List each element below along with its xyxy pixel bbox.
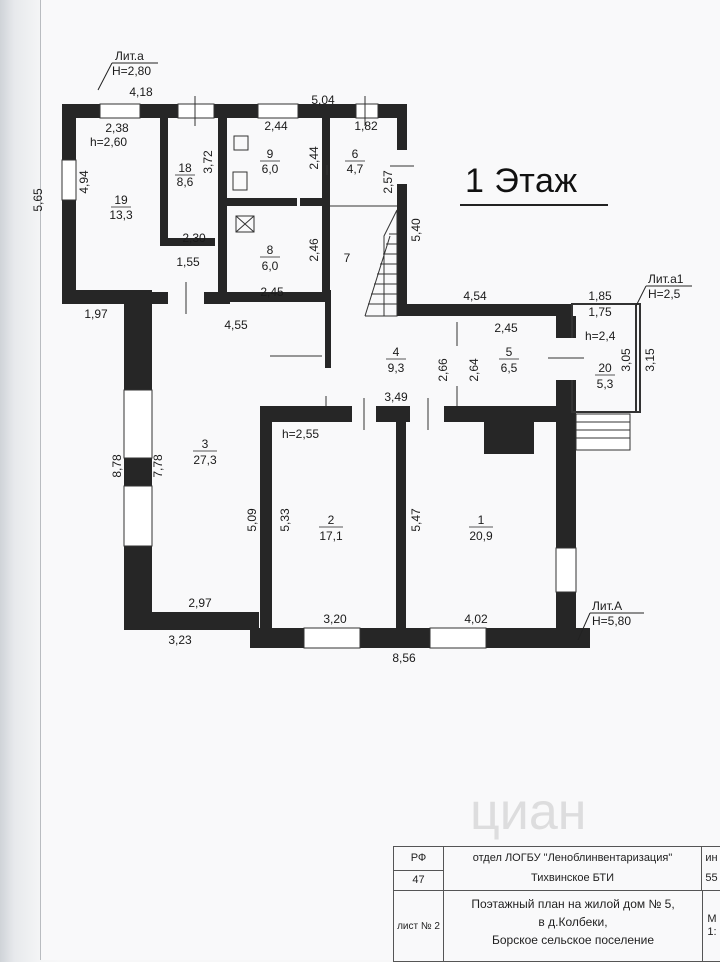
stamp-right-bottom: М 1: (702, 891, 720, 961)
dim-2-44-v: 2,44 (307, 146, 321, 170)
room-2-number: 2 (328, 513, 335, 527)
dim-3-05: 3,05 (619, 348, 633, 372)
title-block: РФ 47 отдел ЛОГБУ "Леноблинвентаризация"… (393, 846, 720, 962)
room-19-number: 19 (114, 193, 128, 207)
room-1-area: 20,9 (469, 529, 493, 543)
dim-1-85: 1,85 (588, 289, 612, 303)
dim-5-09: 5,09 (245, 508, 259, 532)
dim-top-5-04: 5,04 (311, 93, 335, 107)
dim-1-75: 1,75 (588, 305, 612, 319)
liter-a-name: Лит.а (115, 49, 144, 63)
drawing-sheet (40, 0, 720, 960)
stamp-desc-2: в д.Колбеки, (538, 914, 608, 929)
porch-steps (575, 413, 631, 451)
dim-2-44-h: 2,44 (264, 119, 288, 133)
room-fraction-lines (111, 160, 615, 528)
dim-2-45-a: 2,45 (260, 285, 284, 299)
dim-7-78: 7,78 (151, 454, 165, 478)
stamp-desc-3: Борское сельское поселение (491, 932, 654, 947)
fixtures (232, 135, 255, 233)
room-20-number: 20 (598, 361, 612, 375)
stamp-right-top-2: 55 (702, 867, 720, 891)
room-3-number: 3 (202, 437, 209, 451)
stamp-desc-1: Поэтажный план на жилой дом № 5, (471, 896, 675, 911)
room-18-area: 8,6 (177, 175, 194, 189)
dim-3-15: 3,15 (643, 348, 657, 372)
dim-1-55: 1,55 (176, 255, 200, 269)
liter-leaders (97, 62, 692, 641)
dim-2-64: 2,64 (467, 358, 481, 382)
windows (61, 103, 577, 649)
liter-a-height: H=2,80 (112, 64, 151, 78)
dim-2-30: 2,30 (182, 231, 206, 245)
dim-top-4-18: 4,18 (129, 85, 153, 99)
room-9-number: 9 (267, 147, 274, 161)
dim-3-23: 3,23 (168, 633, 192, 647)
height-lit-a1: h=2,4 (585, 329, 616, 343)
room-18-number: 18 (178, 161, 192, 175)
dim-3-72: 3,72 (201, 150, 215, 174)
dim-5-47: 5,47 (409, 508, 423, 532)
room-6-number: 6 (352, 147, 359, 161)
dim-2-57: 2,57 (381, 170, 395, 194)
dimension-labels: 4,18 5,04 2,38 2,44 1,82 2,30 1,55 2,45 … (84, 85, 612, 665)
dim-8-78: 8,78 (110, 454, 124, 478)
room-4-area: 9,3 (388, 361, 405, 375)
room-6-area: 4,7 (347, 162, 364, 176)
dim-2-97: 2,97 (188, 596, 212, 610)
liter-A-height: H=5,80 (592, 614, 631, 628)
room-3-area: 27,3 (193, 453, 217, 467)
room-7-number: 7 (344, 251, 351, 265)
dim-5-33: 5,33 (278, 508, 292, 532)
stamp-sheet: лист № 2 (394, 891, 444, 961)
dim-5-40: 5,40 (409, 218, 423, 242)
stamp-country: РФ (394, 847, 444, 871)
room-19-area: 13,3 (109, 208, 133, 222)
stamp-right-bottom-1: М (707, 913, 717, 925)
height-lit-a: h=2,60 (90, 135, 127, 149)
dim-4-55: 4,55 (224, 318, 248, 332)
dim-2-66: 2,66 (436, 358, 450, 382)
stamp-org-2: Тихвинское БТИ (444, 867, 702, 891)
dim-2-45-b: 2,45 (494, 321, 518, 335)
dim-4-94: 4,94 (77, 170, 91, 194)
room-20-area: 5,3 (597, 377, 614, 391)
watermark: циан (470, 783, 587, 841)
dim-3-49: 3,49 (384, 390, 408, 404)
walls (62, 104, 590, 648)
dim-5-65: 5,65 (31, 188, 45, 212)
door-lines (185, 96, 584, 430)
liter-a1-name: Лит.а1 (648, 272, 684, 286)
staircase (364, 209, 398, 317)
room-5-area: 6,5 (501, 361, 518, 375)
room-1-number: 1 (478, 513, 485, 527)
vertical-dimension-labels: 5,65 4,94 3,72 2,44 2,57 5,40 2,46 3,05 … (31, 146, 657, 532)
dim-2-38: 2,38 (105, 121, 129, 135)
stamp-right-top-1: ин (705, 851, 718, 864)
room-4-number: 4 (393, 345, 400, 359)
dim-1-82: 1,82 (354, 119, 378, 133)
stamp-region: 47 (394, 871, 444, 891)
room-2-area: 17,1 (319, 529, 343, 543)
dim-2-46: 2,46 (307, 238, 321, 262)
stamp-right-bottom-2: 1: (707, 926, 717, 938)
dim-4-54: 4,54 (463, 289, 487, 303)
room-5-number: 5 (506, 345, 513, 359)
room-8-number: 8 (267, 243, 274, 257)
room-labels: 19 13,3 18 8,6 9 6,0 6 4,7 8 6,0 7 4 9,3… (109, 147, 613, 543)
height-lit-A: h=2,55 (282, 427, 319, 441)
liter-A-name: Лит.А (592, 599, 622, 613)
dim-8-56: 8,56 (392, 651, 416, 665)
room-8-area: 6,0 (262, 259, 279, 273)
liter-a1-height: H=2,5 (648, 287, 681, 301)
dim-4-02: 4,02 (464, 612, 488, 626)
dim-1-97: 1,97 (84, 307, 108, 321)
height-labels: h=2,60 h=2,4 h=2,55 Лит.а H=2,80 Лит.а1 … (90, 49, 684, 628)
dim-3-20: 3,20 (323, 612, 347, 626)
stamp-org-1: отдел ЛОГБУ "Леноблинвентаризация" (444, 847, 702, 869)
floor-title-underline (460, 204, 608, 206)
floor-title: 1 Этаж (465, 162, 578, 200)
room-9-area: 6,0 (262, 162, 279, 176)
